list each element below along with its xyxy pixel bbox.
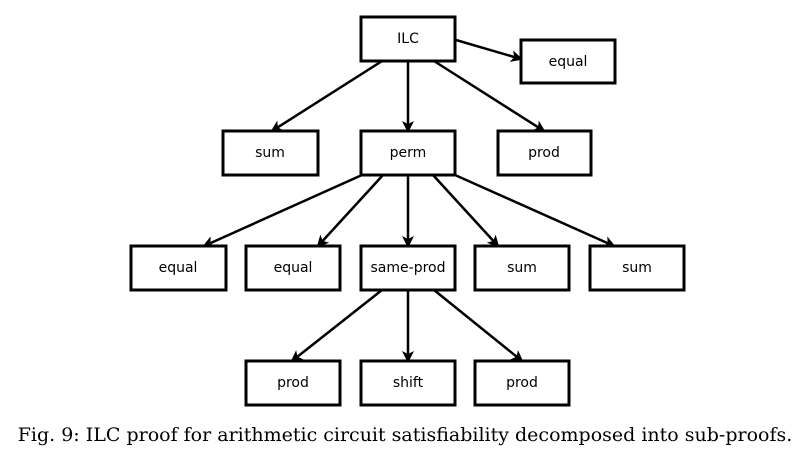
edge-ilc-prod xyxy=(433,59,546,133)
edge-same-prod-prod-2 xyxy=(433,289,524,363)
node-equal-2-label: equal xyxy=(274,260,313,276)
node-sum-2-label: sum xyxy=(622,260,652,276)
node-equal-1-label: equal xyxy=(159,260,198,276)
node-sum-1-box xyxy=(473,244,571,292)
node-ilc-box xyxy=(359,15,457,63)
edge-perm-sum-2 xyxy=(454,173,616,248)
edge-perm-sum-1 xyxy=(432,174,500,248)
edge-same-prod-prod-1 xyxy=(290,289,383,363)
edge-perm-equal-2 xyxy=(316,174,384,248)
edge-ilc-sum xyxy=(270,59,383,133)
node-prod-2-label: prod xyxy=(506,375,538,391)
node-sum-1-label: sum xyxy=(507,260,537,276)
node-sum-left-box xyxy=(221,129,320,177)
node-prod-right-box xyxy=(496,129,593,177)
node-sum-2-box xyxy=(588,244,686,292)
node-sum-left-label: sum xyxy=(255,145,285,161)
figure-caption: Fig. 9: ILC proof for arithmetic circuit… xyxy=(17,424,793,446)
node-prod-2-box xyxy=(473,359,571,407)
node-same-prod-box xyxy=(359,244,457,292)
node-equal-top-box xyxy=(519,38,617,85)
node-perm-label: perm xyxy=(390,145,427,161)
edge-perm-equal-1 xyxy=(202,173,363,248)
node-ilc-label: ILC xyxy=(397,31,419,47)
node-shift-box xyxy=(359,359,457,407)
node-equal-2-box xyxy=(244,244,342,292)
node-prod-1-label: prod xyxy=(277,375,309,391)
node-prod-1-box xyxy=(244,359,342,407)
node-prod-right-label: prod xyxy=(528,145,560,161)
node-equal-top-label: equal xyxy=(549,54,588,70)
node-perm-box xyxy=(359,129,457,177)
edge-ilc-equal xyxy=(455,38,523,62)
node-equal-1-box xyxy=(129,244,228,292)
node-same-prod-label: same-prod xyxy=(371,260,446,276)
node-shift-label: shift xyxy=(393,375,424,391)
